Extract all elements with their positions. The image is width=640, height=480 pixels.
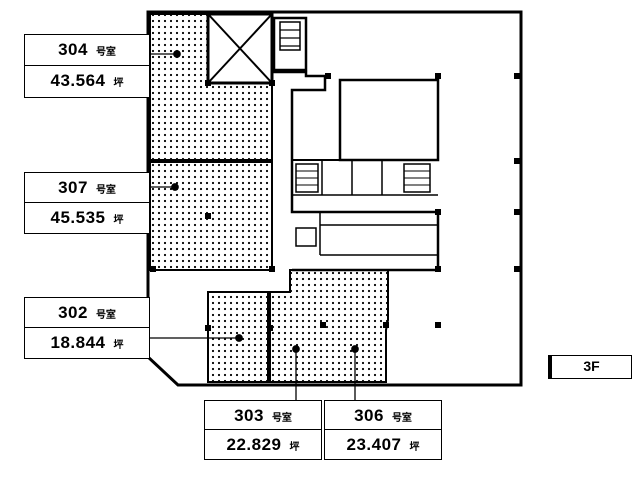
unit-label-306: 306 号室 23.407 坪 (324, 400, 442, 460)
room-suffix: 号室 (391, 413, 412, 424)
stair-top (272, 16, 308, 72)
unit-id: 306 (354, 406, 384, 425)
area-unit-303-306 (269, 269, 389, 383)
structural-columns (150, 73, 520, 331)
room-suffix: 号室 (271, 413, 292, 424)
unit-id: 302 (58, 303, 88, 322)
unit-area: 23.407 (346, 435, 402, 454)
area-unit: 坪 (113, 78, 124, 89)
unit-label-304: 304 号室 43.564 坪 (24, 34, 150, 98)
unit-label-303: 303 号室 22.829 坪 (204, 400, 322, 460)
room-suffix: 号室 (95, 185, 116, 196)
area-unit: 坪 (289, 442, 300, 453)
unit-area: 18.844 (50, 333, 106, 352)
unit-id: 303 (234, 406, 264, 425)
elevator-cross-line-b (207, 13, 273, 84)
unit-id: 307 (58, 178, 88, 197)
room-suffix: 号室 (95, 47, 116, 58)
area-unit: 坪 (409, 442, 420, 453)
stair-top-inner (279, 21, 301, 51)
room-suffix: 号室 (95, 310, 116, 321)
unit-label-302: 302 号室 18.844 坪 (24, 297, 150, 359)
unit-area: 22.829 (226, 435, 282, 454)
unit-area: 45.535 (50, 208, 106, 227)
floor-tag: 3F (548, 355, 632, 379)
leader-lines (148, 50, 359, 400)
unit-label-307: 307 号室 45.535 坪 (24, 172, 150, 234)
unit-area: 43.564 (50, 71, 106, 90)
core-closet (295, 227, 317, 247)
area-unit: 坪 (113, 340, 124, 351)
core-room-upper (338, 78, 440, 162)
area-unit: 坪 (113, 215, 124, 226)
core-outline (272, 70, 440, 272)
unit-id: 304 (58, 40, 88, 59)
